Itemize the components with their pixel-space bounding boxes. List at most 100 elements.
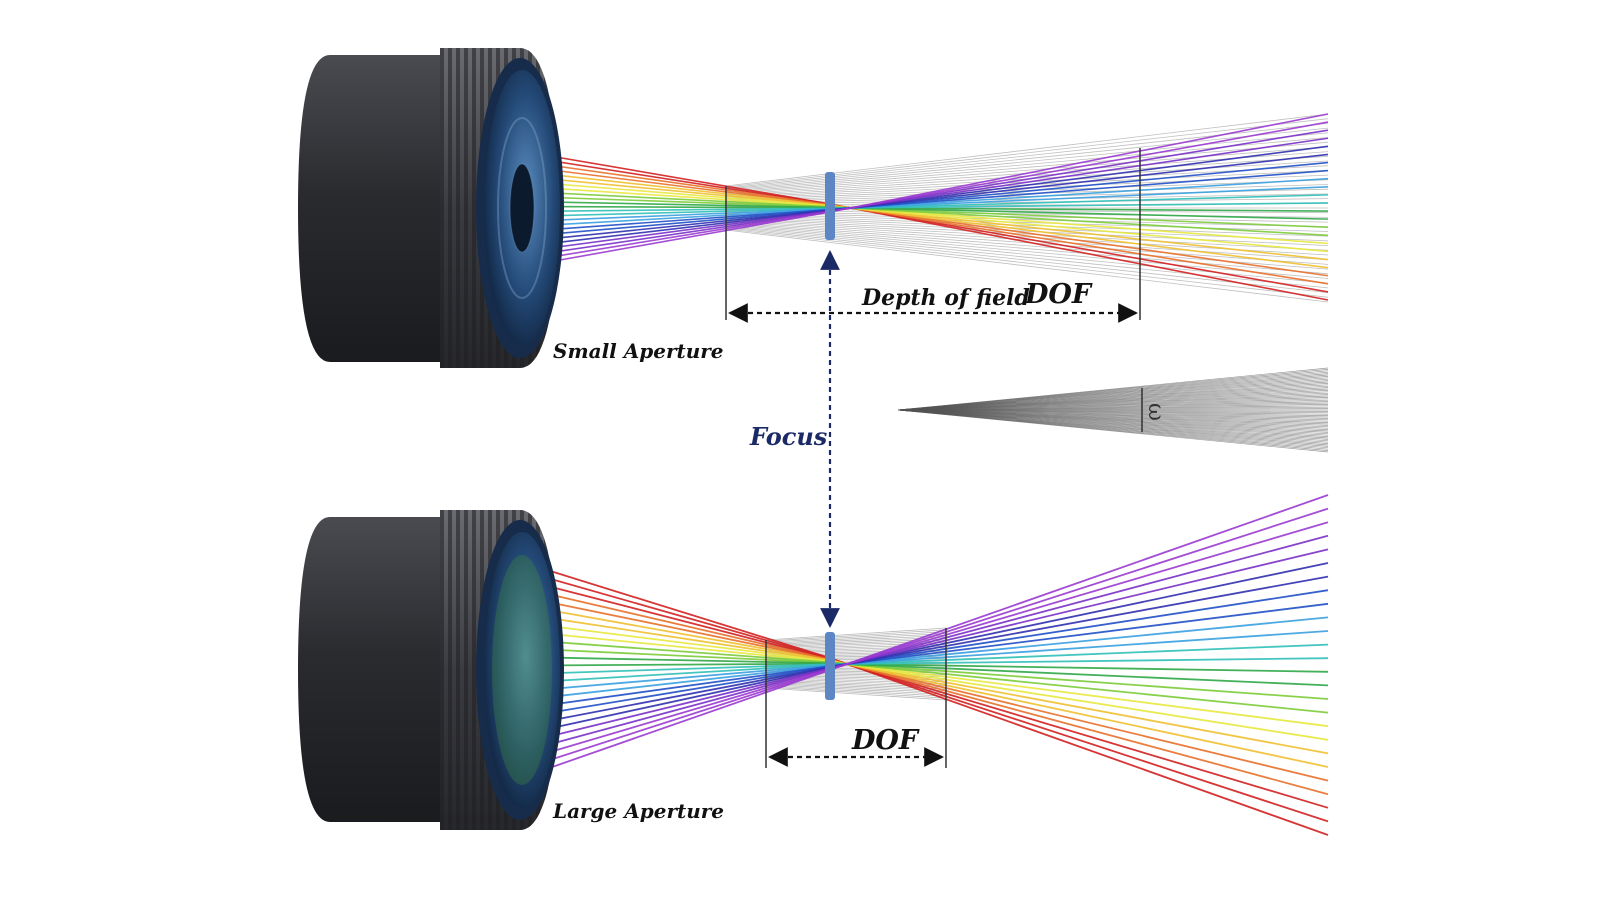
gray-ray (725, 229, 1329, 303)
spectrum-ray (514, 603, 831, 662)
spectrum-ray (514, 665, 831, 720)
spectrum-ray (829, 643, 1329, 666)
spectrum-ray (514, 620, 831, 663)
spectrum-ray (829, 616, 1329, 667)
spectrum-ray (829, 661, 1329, 700)
spectrum-ray (514, 210, 831, 254)
spectrum-ray (829, 662, 1329, 673)
spectrum-ray (829, 575, 1329, 669)
spectrum-ray (514, 154, 831, 206)
spectrum-ray (514, 149, 831, 205)
spectrum-ray (514, 667, 831, 746)
spectrum-ray (829, 521, 1329, 670)
spectrum-ray (514, 185, 831, 208)
spectrum-ray (514, 207, 831, 218)
spectrum-ray (829, 194, 1329, 210)
gray-ray (765, 684, 947, 695)
spectrum-ray (829, 203, 1329, 301)
spectrum-ray (514, 205, 831, 209)
spectrum-ray (829, 129, 1329, 213)
spectrum-ray (829, 562, 1329, 669)
spectrum-ray (514, 667, 831, 755)
spectrum-ray (514, 211, 831, 269)
gray-ray (765, 631, 947, 643)
spectrum-ray (514, 210, 831, 264)
spectrum-ray (829, 177, 1329, 211)
spectrum-ray (514, 668, 831, 764)
spectrum-ray (829, 113, 1329, 213)
gray-ray (765, 682, 947, 694)
spectrum-ray (829, 534, 1329, 670)
focus-label: Focus (749, 422, 828, 451)
spectrum-ray (829, 185, 1329, 210)
spectrum-ray (514, 209, 831, 239)
spectrum-ray (514, 174, 831, 207)
spectrum-ray (829, 153, 1329, 212)
gray-ray (765, 627, 947, 641)
spectrum-ray (829, 507, 1329, 671)
large-aperture-light-rays (514, 494, 1329, 836)
spectrum-ray (829, 205, 1329, 253)
spectrum-ray (514, 668, 831, 773)
gray-ray (765, 685, 947, 697)
small-aperture-lens (298, 48, 564, 368)
spectrum-ray (514, 159, 831, 206)
spectrum-ray (829, 630, 1329, 667)
spectrum-ray (514, 207, 831, 213)
spectrum-ray (829, 657, 1329, 836)
spectrum-ray (514, 210, 831, 259)
spectrum-ray (514, 655, 831, 665)
spectrum-ray (829, 204, 1329, 277)
spectrum-ray (829, 659, 1329, 782)
spectrum-ray (514, 576, 831, 660)
spectrum-ray (829, 121, 1329, 213)
spectrum-ray (829, 161, 1329, 211)
spectrum-ray (829, 206, 1329, 229)
focus-plane-marker-bottom (825, 632, 835, 700)
cone-ray (897, 409, 1329, 453)
spectrum-ray (829, 659, 1329, 768)
spectrum-ray (514, 200, 831, 209)
spectrum-ray (514, 663, 831, 676)
spectrum-ray (514, 664, 831, 702)
gray-ray (725, 219, 1329, 261)
spectrum-ray (829, 204, 1329, 261)
spectrum-ray (829, 494, 1329, 671)
spectrum-ray (514, 559, 831, 659)
spectrum-ray (829, 169, 1329, 211)
spectrum-ray (829, 602, 1329, 668)
small-aperture-label: Small Aperture (553, 339, 724, 363)
spectrum-ray (829, 660, 1329, 728)
spectrum-ray (829, 204, 1329, 269)
small-aperture-light-rays (514, 113, 1329, 303)
large-aperture-label: Large Aperture (552, 799, 724, 823)
spectrum-ray (829, 205, 1329, 237)
gray-ray (765, 634, 947, 646)
dof-bracket-bottom (765, 628, 947, 768)
spectrum-ray (829, 206, 1329, 220)
gray-ray (765, 633, 947, 644)
spectrum-ray (829, 658, 1329, 796)
spectrum-ray (829, 659, 1329, 755)
spectrum-ray (514, 665, 831, 711)
spectrum-ray (514, 666, 831, 737)
dof-label-top: DOF (1024, 279, 1093, 310)
spectrum-ray (829, 203, 1329, 293)
gray-ray (765, 629, 947, 642)
spectrum-ray (514, 169, 831, 207)
spectrum-ray (829, 660, 1329, 741)
spectrum-ray (514, 585, 831, 661)
spectrum-ray (514, 629, 831, 663)
spectrum-ray (514, 594, 831, 661)
spectrum-ray (514, 208, 831, 228)
spectrum-ray (829, 145, 1329, 212)
spectrum-ray (514, 669, 831, 781)
depth-of-field-label: Depth of field (861, 285, 1030, 311)
spectrum-ray (514, 611, 831, 662)
spectrum-ray (829, 203, 1329, 285)
spectrum-ray (829, 657, 1329, 666)
spectrum-ray (514, 209, 831, 244)
spectrum-ray (829, 137, 1329, 212)
focus-plane-marker-top (825, 172, 835, 240)
omega-label: ω (1143, 403, 1168, 421)
